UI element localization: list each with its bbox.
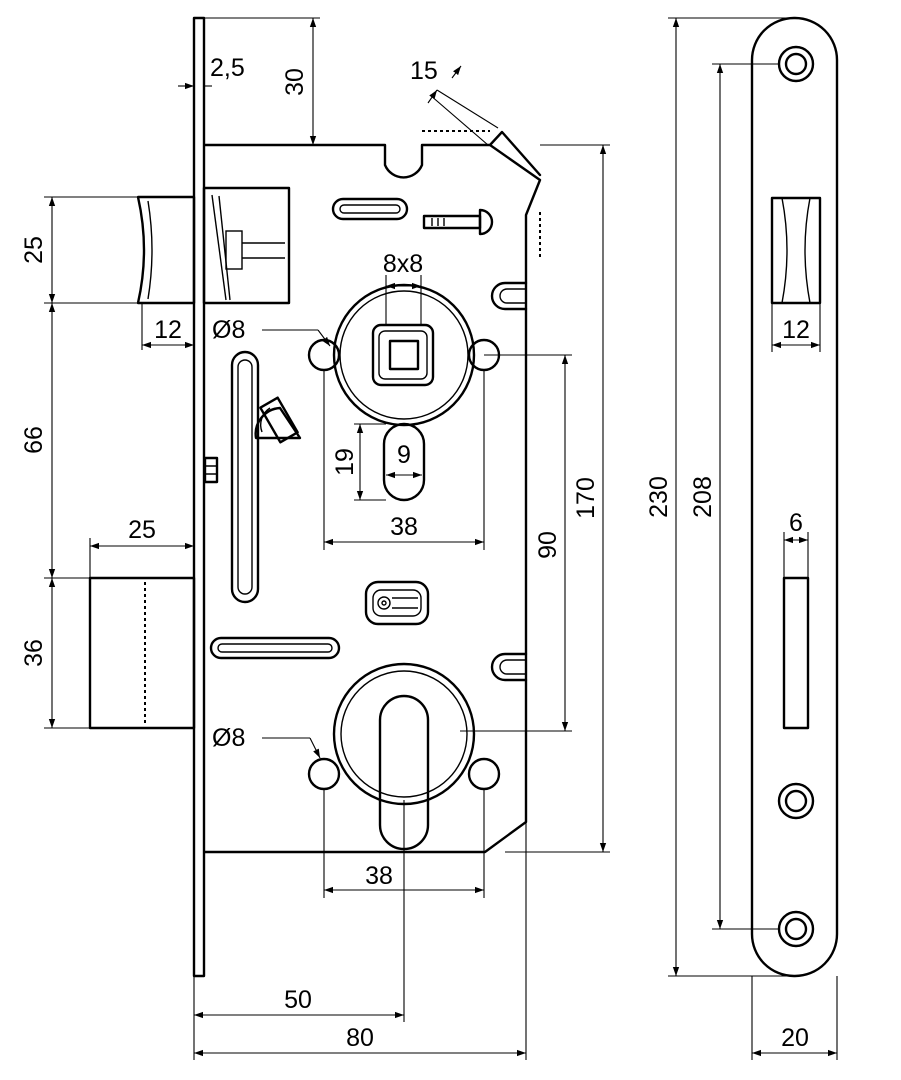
faceplate-side xyxy=(192,16,206,978)
dim-screw-spacing: 208 xyxy=(689,476,717,518)
vertical-guide-slot xyxy=(230,350,260,604)
dim-backset: 50 xyxy=(284,986,312,1014)
dim-case-depth: 80 xyxy=(346,1024,374,1052)
lock-case-outline xyxy=(203,143,542,854)
dim-faceplate-thickness: 2,5 xyxy=(210,54,245,82)
dim-lower-hole-spacing: 38 xyxy=(365,862,393,890)
dim-upper-hole-spacing: 38 xyxy=(390,513,418,541)
spindle-hub xyxy=(332,283,476,427)
dim-bolt-height: 36 xyxy=(20,639,48,667)
lower-slot xyxy=(209,636,341,660)
cam-detail xyxy=(364,580,430,626)
mounting-clip-lower xyxy=(490,652,528,682)
pin-detail xyxy=(422,208,494,236)
latch-opening xyxy=(770,196,822,305)
dim-latch-projection: 12 xyxy=(154,316,182,344)
dim-spindle-square: 8x8 xyxy=(383,250,423,278)
dim-strike-bolt-width: 6 xyxy=(789,509,803,537)
bolt-opening xyxy=(782,576,810,730)
lower-screw-hole-left xyxy=(307,757,341,791)
spindle-oval-slot xyxy=(382,422,426,502)
dim-case-height: 170 xyxy=(572,477,600,519)
latch-lever xyxy=(254,396,302,444)
mounting-clip-upper xyxy=(490,281,528,311)
dim-slot-height: 19 xyxy=(331,448,359,476)
dim-faceplate-height: 230 xyxy=(645,476,673,518)
faceplate-front-outline xyxy=(750,16,839,978)
latch-bolt xyxy=(136,186,291,305)
dimension-lines: 2,5 30 15 8x8 25 12 Ø8 19 xyxy=(20,17,838,1060)
dim-bolt-projection: 25 xyxy=(128,516,156,544)
dim-hole-lower: Ø8 xyxy=(212,724,245,752)
dim-latch-to-bolt: 66 xyxy=(20,426,48,454)
lower-screw-hole-right xyxy=(467,757,501,791)
dim-slot-width: 9 xyxy=(397,441,411,469)
dim-chamfer: 15 xyxy=(410,57,438,85)
dim-hole-upper: Ø8 xyxy=(212,316,245,344)
dead-bolt xyxy=(88,576,196,730)
dim-strike-latch-width: 12 xyxy=(782,316,810,344)
cylinder-rosette xyxy=(332,662,476,851)
lock-body-view xyxy=(88,16,542,978)
dim-center-distance: 90 xyxy=(534,531,562,559)
dim-faceplate-width: 20 xyxy=(781,1024,809,1052)
upper-slot xyxy=(331,197,409,221)
dim-latch-height: 25 xyxy=(20,236,48,264)
faceplate-front-view xyxy=(750,16,839,978)
case-chamfer-edge xyxy=(488,130,542,177)
faceplate-catch xyxy=(203,456,219,484)
dim-backset-top: 30 xyxy=(281,68,309,96)
